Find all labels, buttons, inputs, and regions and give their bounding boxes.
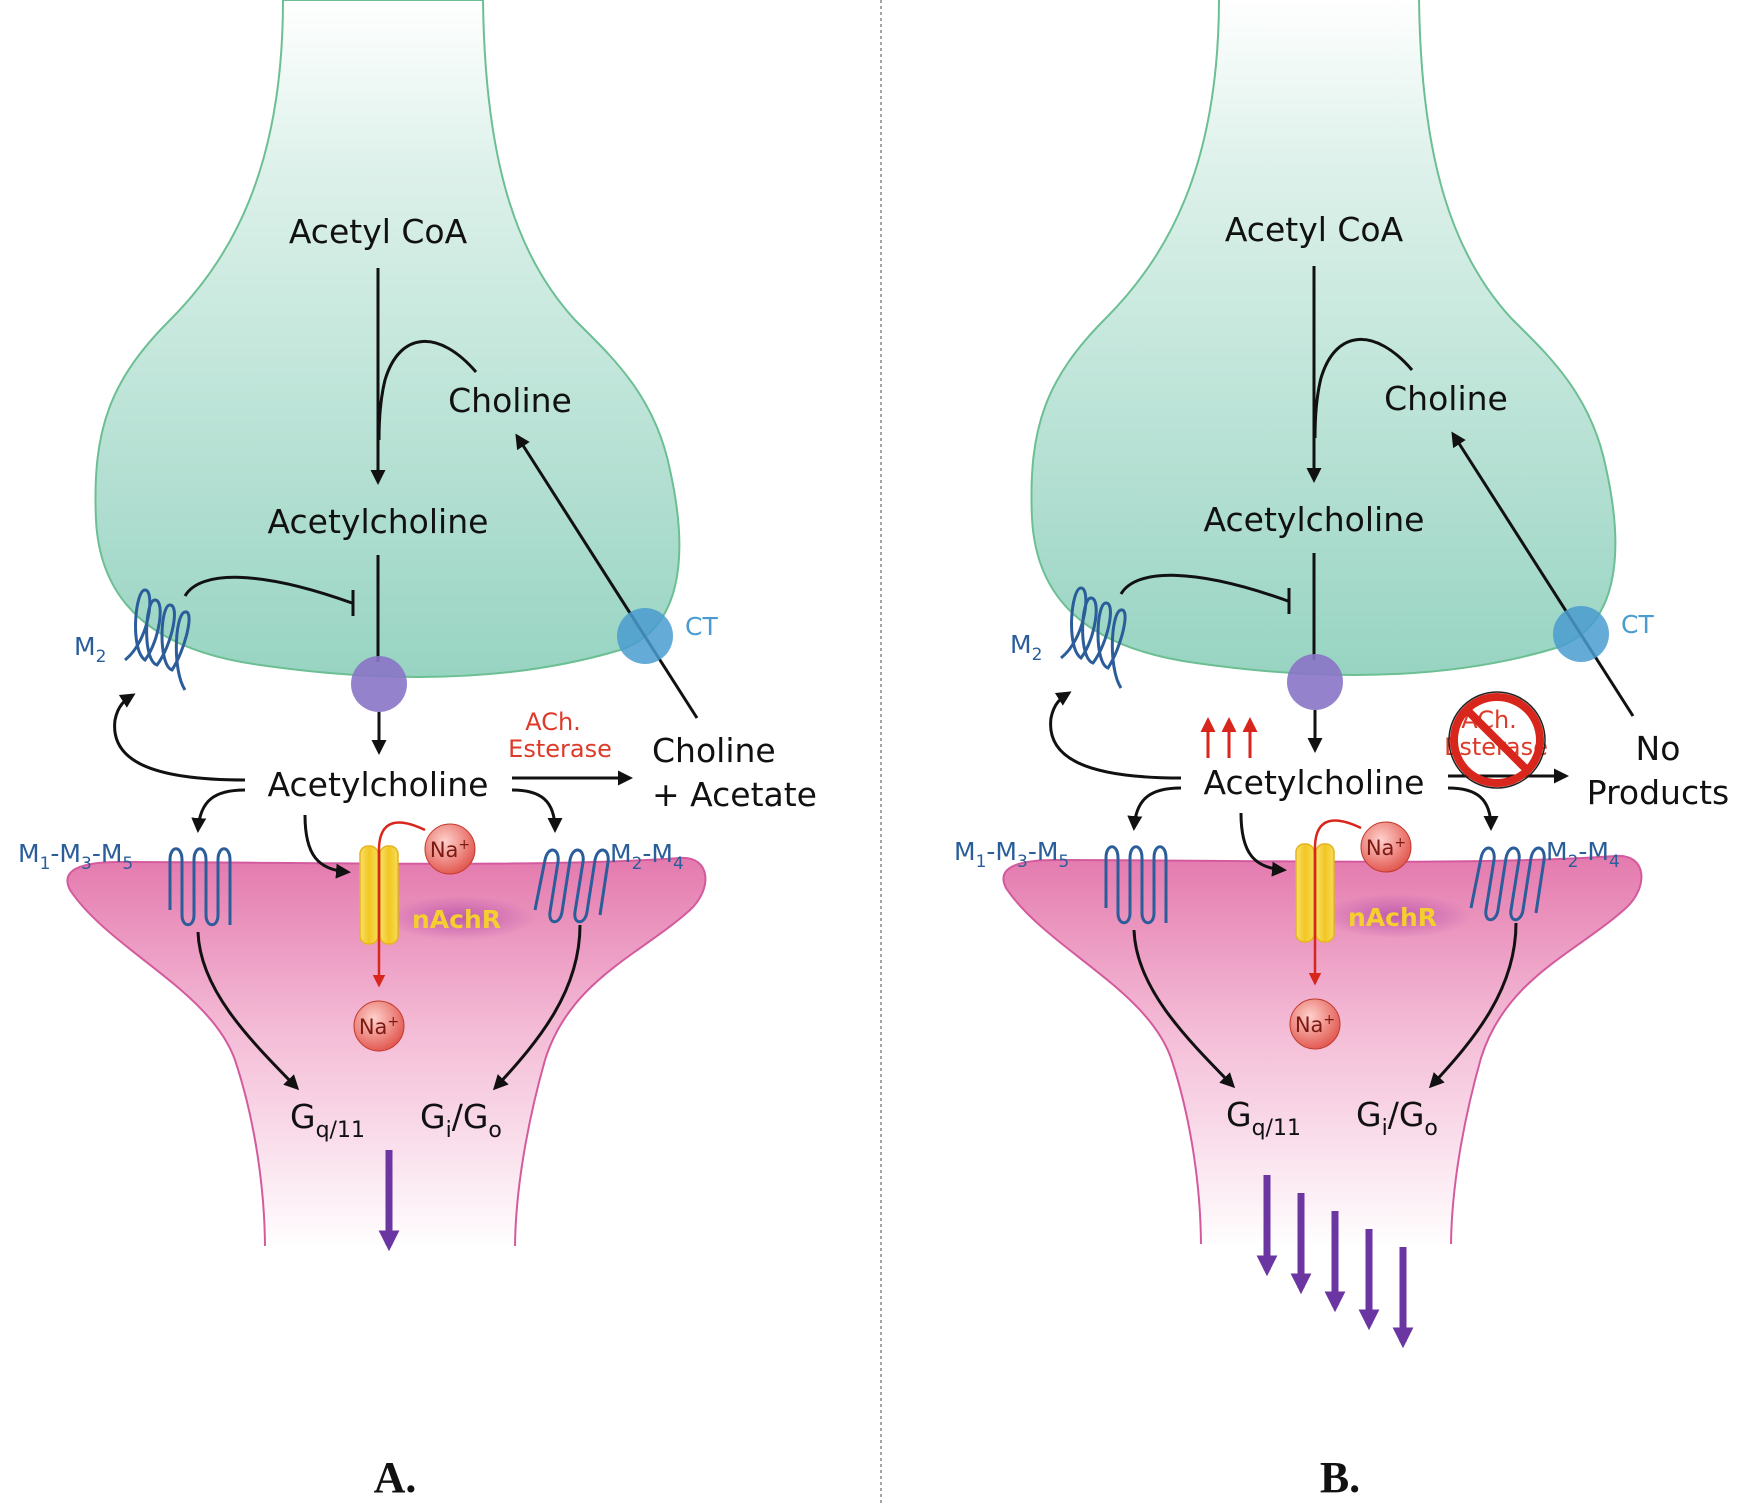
sodium-influx-arrow: [1308, 819, 1362, 986]
ct-label: CT: [685, 612, 718, 641]
nachr-glow: [385, 896, 535, 940]
sodium-ion-top: [1360, 821, 1412, 873]
choline-label: Choline: [448, 381, 572, 420]
arrow-to-m24: [1447, 786, 1499, 831]
m24-receptor-coil: [1469, 846, 1546, 922]
nachr-label: nAchR: [412, 905, 501, 934]
nachr-channel-left: [359, 845, 379, 945]
acetylcholine-cleft-label: Acetylcholine: [268, 765, 489, 804]
sodium-ion-bottom: [353, 1000, 405, 1052]
arrow-to-nachr: [303, 814, 351, 879]
products-label-line1: Choline: [652, 731, 776, 770]
choline-reuptake-arrow: [1451, 431, 1635, 717]
vesicle: [1287, 654, 1343, 710]
panel-a-labels: Acetyl CoA Choline Acetylcholine Acetylc…: [18, 212, 817, 1502]
m135-label: M1-M3-M5: [954, 837, 1069, 872]
acetyl-coa-label: Acetyl CoA: [289, 212, 468, 251]
choline-recycle-arrow: [377, 339, 478, 441]
nachr-channel-right: [1315, 843, 1335, 943]
downstream-effect-arrows: [378, 1150, 1414, 1349]
ct-label: CT: [1621, 610, 1654, 639]
na-bottom-label: Na+: [359, 1014, 399, 1039]
gq-arrow: [196, 931, 300, 1091]
choline-transporter: [1553, 606, 1609, 662]
m24-label: M2-M4: [1546, 837, 1620, 872]
m2-label: M2: [1010, 630, 1042, 665]
nachr-channel-right: [379, 845, 399, 945]
m135-receptor-coil: [1104, 845, 1168, 925]
sodium-ion-bottom: [1289, 998, 1341, 1050]
panel-a-caption: A.: [374, 1453, 417, 1502]
acetylcholine-presynaptic-label: Acetylcholine: [268, 502, 489, 541]
acetyl-coa-label: Acetyl CoA: [1225, 210, 1404, 249]
panel-a: [66, 0, 707, 1257]
gi-arrow: [1428, 922, 1518, 1089]
arrow-to-m135: [191, 788, 246, 833]
acetylcholine-presynaptic-label: Acetylcholine: [1204, 500, 1425, 539]
choline-transporter: [617, 608, 673, 664]
m2-feedback-arrow: [1049, 691, 1182, 780]
panel-b: [1002, 0, 1643, 1255]
m2-label: M2: [74, 632, 106, 667]
sodium-ion-top: [424, 823, 476, 875]
acetylcholine-cleft-label: Acetylcholine: [1204, 763, 1425, 802]
gi-arrow: [492, 924, 582, 1091]
gq-label: Gq/11: [290, 1097, 365, 1143]
m2-inhibition: [1119, 573, 1289, 603]
upregulation-arrows: [1200, 717, 1258, 758]
products-label-line2: Products: [1587, 773, 1730, 812]
gi-go-label: Gi/Go: [420, 1097, 502, 1143]
m2-receptor-coil: [1060, 586, 1127, 689]
nachr-label: nAchR: [1348, 903, 1437, 932]
choline-label: Choline: [1384, 379, 1508, 418]
m2-receptor-coil: [124, 588, 191, 691]
choline-reuptake-arrow: [515, 433, 699, 719]
gq-arrow: [1132, 929, 1236, 1089]
na-top-label: Na+: [430, 837, 470, 862]
sodium-influx-arrow: [372, 821, 426, 988]
arrow-to-m24: [511, 788, 563, 833]
products-label-line1: No: [1636, 729, 1681, 768]
arrow-to-nachr: [1239, 812, 1287, 877]
m24-label: M2-M4: [610, 839, 684, 874]
choline-recycle-arrow: [1313, 337, 1414, 439]
panel-b-labels: Acetyl CoA Choline Acetylcholine Acetylc…: [954, 210, 1729, 1502]
m135-receptor-coil: [168, 847, 232, 927]
esterase-label-line2: Esterase: [508, 735, 612, 763]
nachr-glow: [1321, 894, 1471, 938]
m24-receptor-coil: [533, 848, 610, 924]
nachr-channel-left: [1295, 843, 1315, 943]
gi-go-label: Gi/Go: [1356, 1095, 1438, 1141]
na-top-label: Na+: [1366, 835, 1406, 860]
m135-label: M1-M3-M5: [18, 839, 133, 874]
esterase-label-line1: ACh.: [525, 708, 581, 736]
m2-inhibition: [183, 575, 353, 605]
products-label-line2: + Acetate: [652, 775, 817, 814]
panel-b-caption: B.: [1320, 1453, 1360, 1502]
esterase-inhibited-icon: [1448, 691, 1546, 789]
vesicle: [351, 656, 407, 712]
na-bottom-label: Na+: [1295, 1012, 1335, 1037]
gq-label: Gq/11: [1226, 1095, 1301, 1141]
m2-feedback-arrow: [113, 693, 246, 782]
arrow-to-m135: [1127, 786, 1182, 831]
